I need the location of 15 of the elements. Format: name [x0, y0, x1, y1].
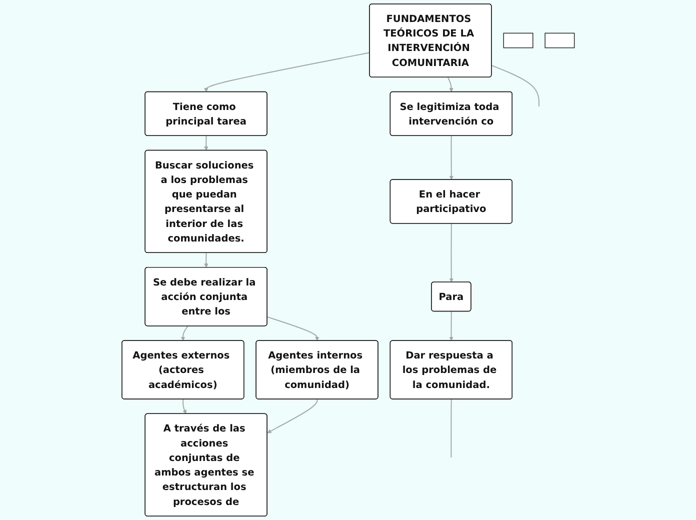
- arrow: [449, 223, 454, 282]
- arrow: [266, 398, 318, 434]
- node-box: [503, 32, 534, 48]
- connector: [450, 398, 452, 458]
- arrow: [204, 252, 208, 268]
- connector: [491, 64, 540, 107]
- arrow: [447, 76, 454, 92]
- arrow: [266, 316, 320, 341]
- arrow: [180, 326, 188, 341]
- node-box: [544, 32, 575, 48]
- arrow: [449, 310, 454, 341]
- arrow: [204, 135, 208, 151]
- arrow: [204, 52, 370, 92]
- arrow: [449, 135, 454, 180]
- arrow: [182, 398, 186, 414]
